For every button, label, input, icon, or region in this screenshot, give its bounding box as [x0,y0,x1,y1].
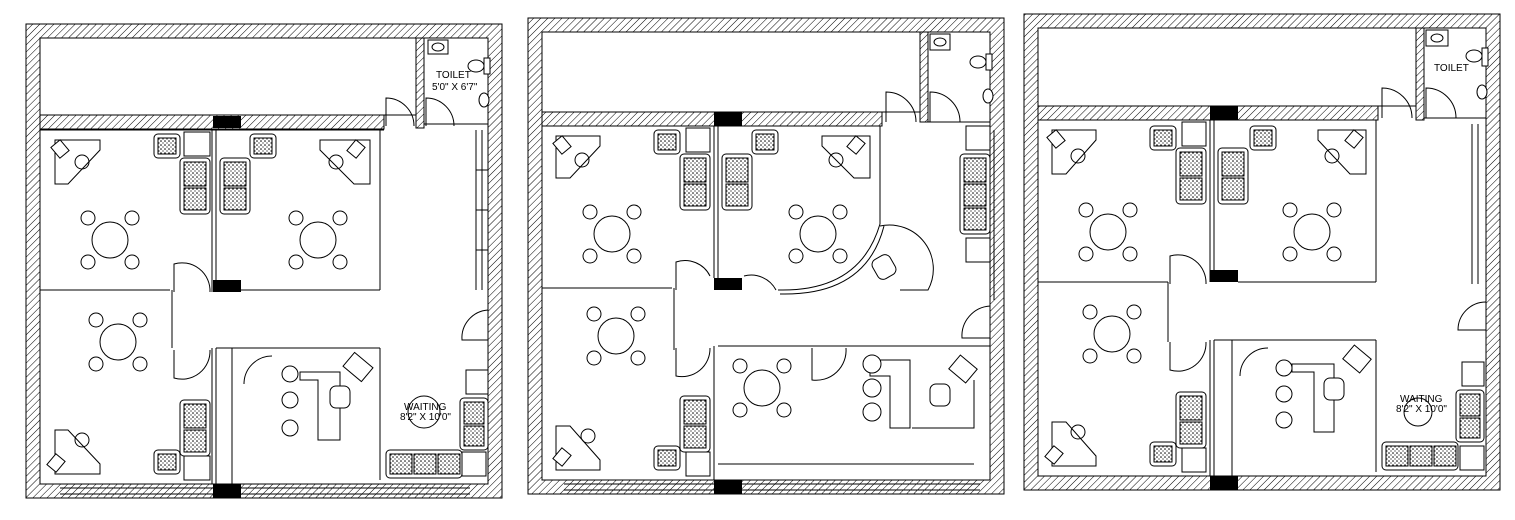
toilet-icon [1465,47,1489,67]
reception-desk [862,354,978,429]
floor-plan-3: TOILET [1023,13,1501,491]
door-swing [173,262,211,293]
door-swing [811,347,847,381]
door-swing [243,355,273,385]
washbasin-icon [427,39,449,55]
door-swing [425,97,455,127]
pillar [1210,106,1238,120]
meeting-table [582,204,642,264]
door-swing [743,274,777,291]
sofa [153,133,211,215]
corner-desk [552,425,601,471]
meeting-table [788,204,848,264]
toilet-icon [982,88,994,104]
toilet-size-label: 5'0" X 6'7" [432,82,478,93]
meeting-table [732,358,792,418]
door-swing [929,91,961,123]
pillar [213,116,241,128]
corner-desk [1317,129,1367,175]
waiting-size-label: 8'2" X 10'0" [1396,404,1447,415]
corner-desk [319,139,371,185]
pillar [714,480,742,494]
sofa [219,133,277,215]
meeting-table [1078,202,1138,262]
meeting-table [88,312,148,372]
door-swing [1381,87,1413,119]
floor-plan-2 [527,17,1005,495]
meeting-table [1282,202,1342,262]
curved-wall [779,225,885,295]
window-strip [475,130,488,290]
corner-desk [46,429,101,475]
toilet-icon [467,57,491,75]
door-swing [173,349,211,380]
meeting-table [586,306,646,366]
door-swing [385,97,415,127]
waiting-label: WAITING [404,402,447,413]
washbasin-icon [929,33,951,51]
toilet-wall [1415,27,1425,121]
sofa [653,395,711,471]
sofa [153,399,211,475]
toilet-icon [969,53,993,71]
window-strip [564,130,995,491]
toilet-label: TOILET [1434,63,1469,74]
door-swing [961,305,991,339]
meeting-table [288,210,348,270]
toilet-wall [919,31,929,123]
corner-desk [50,139,101,185]
pillar [714,112,742,126]
meeting-table [1082,304,1142,364]
storage-wall [541,111,883,127]
waiting-size-label: 8'2" X 10'0" [400,412,451,423]
reception-desk [281,351,374,441]
storage-wall [1037,105,1379,121]
corner-desk [1044,421,1097,467]
door-swing [1457,301,1487,331]
door-swing [461,309,489,341]
sofa [1149,391,1207,467]
door-swing [1169,341,1207,372]
pillar [1210,270,1238,282]
storage-room [39,37,417,116]
window-strip [60,487,470,495]
pillar [1210,476,1238,490]
pillar [213,280,241,292]
door-swing [885,91,917,123]
storage-wall [39,114,385,130]
waiting-area [1381,361,1485,471]
floor-plan-1: TOILET 5'0" X 6'7" [25,23,503,499]
corner-desk [552,135,601,179]
washbasin-icon [1425,29,1449,47]
door-swing [1169,254,1207,285]
sofa [1149,125,1207,205]
curved-wall [777,223,881,291]
storage-room [1037,27,1417,107]
toilet-label: TOILET [436,70,471,81]
toilet-icon [1476,84,1488,100]
meeting-table [80,210,140,270]
reception-chair-icon [871,254,897,280]
pillar [714,278,742,290]
toilet-wall [415,37,425,129]
door-swing [675,347,711,378]
pillar [213,484,241,498]
door-swing [1425,87,1457,119]
sofa [653,129,711,211]
sofa [721,129,779,211]
corner-desk [821,135,871,179]
window-strip [1471,124,1479,284]
toilet-icon [478,92,490,108]
door-swing [1239,347,1269,377]
door-swing [675,260,711,290]
reception-desk [1275,344,1372,433]
sofa [959,125,991,263]
door-swing [879,224,934,291]
corner-desk [1046,129,1097,175]
storage-room [541,31,921,113]
waiting-area [385,369,489,479]
waiting-label: WAITING [1400,394,1443,405]
sofa [1217,125,1277,205]
